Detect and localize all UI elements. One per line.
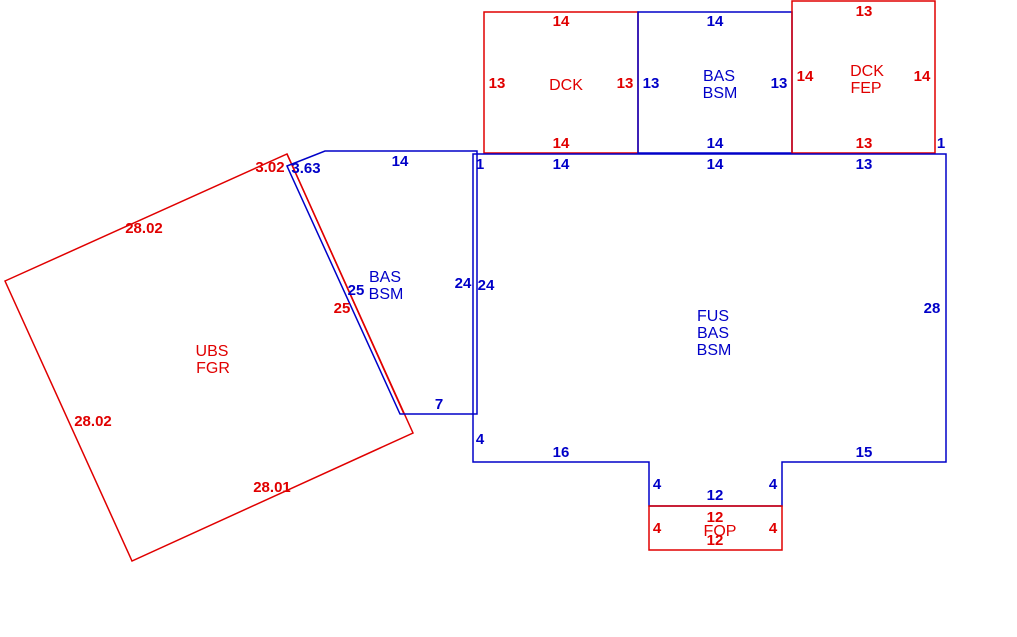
- dim-bas-left-right: 24: [455, 275, 472, 292]
- dim-main-top-b: 14: [707, 156, 724, 173]
- dim-dck-left-top: 14: [553, 13, 570, 30]
- dim-fep-right: 14: [914, 68, 931, 85]
- dim-main-notch-right: 4: [769, 476, 778, 493]
- dim-ubs-right: 25: [334, 300, 351, 317]
- area-label-dck-right: DCK: [850, 63, 884, 80]
- dim-bas-top-bottom: 14: [707, 135, 724, 152]
- dim-fep-left: 14: [797, 68, 814, 85]
- area-label-fgr: FGR: [196, 360, 230, 377]
- area-label-bas-top: BAS: [703, 68, 735, 85]
- dim-dck-left-left: 13: [489, 75, 506, 92]
- dim-bas-left-bottom: 7: [435, 396, 443, 413]
- dim-main-left: 24: [478, 277, 495, 294]
- dim-fep-bottom: 13: [856, 135, 873, 152]
- dim-fep-top: 13: [856, 3, 873, 20]
- bas-left-outline: [285, 150, 478, 415]
- dim-main-top-a: 14: [553, 156, 570, 173]
- fop-outline: [648, 505, 783, 551]
- dim-main-left-step: 4: [476, 431, 485, 448]
- dim-main-top-c: 13: [856, 156, 873, 173]
- area-label-bas-main: BAS: [697, 325, 729, 342]
- area-label-ubs: UBS: [196, 343, 229, 360]
- area-label-bsm-top: BSM: [703, 85, 738, 102]
- dim-fop-top: 12: [707, 509, 724, 526]
- area-label-fep: FEP: [850, 80, 881, 97]
- dim-bas-top-left: 13: [643, 75, 660, 92]
- area-label-fop: FOP: [704, 523, 737, 540]
- dim-fop-right: 4: [769, 520, 778, 537]
- ubs-fgr-outline: [4, 153, 414, 562]
- area-label-bsm-left: BSM: [369, 286, 404, 303]
- dim-bas-left-diag: 3.63: [291, 160, 320, 177]
- dim-bas-top-top: 14: [707, 13, 724, 30]
- dim-bas-left-top: 14: [392, 153, 409, 170]
- dim-bas-left-side: 25: [348, 282, 365, 299]
- dim-main-notch-bottom: 12: [707, 487, 724, 504]
- area-label-fus: FUS: [697, 308, 729, 325]
- dim-ubs-bottom: 28.01: [253, 479, 291, 496]
- dim-main-right: 28: [924, 300, 941, 317]
- dim-dck-left-right: 13: [617, 75, 634, 92]
- area-label-bsm-main: BSM: [697, 342, 732, 359]
- area-label-bas-left: BAS: [369, 269, 401, 286]
- bas-left-outline-red: [286, 153, 405, 415]
- dim-fop-left: 4: [653, 520, 662, 537]
- dim-main-bottom-right: 15: [856, 444, 873, 461]
- dim-fep-corner: 1: [937, 135, 945, 152]
- dck-fep-outline: [791, 0, 936, 154]
- area-label-dck-left: DCK: [549, 77, 583, 94]
- dim-bas-top-right: 13: [771, 75, 788, 92]
- dim-ubs-top: 28.02: [125, 220, 163, 237]
- dim-main-notch-left: 4: [653, 476, 662, 493]
- dim-ubs-small: 3.02: [255, 159, 284, 176]
- dim-main-corner: 1: [476, 156, 484, 173]
- dim-main-bottom-left: 16: [553, 444, 570, 461]
- dim-ubs-left: 28.02: [74, 413, 112, 430]
- dim-dck-left-bottom: 14: [553, 135, 570, 152]
- dim-fop-bottom: 12: [707, 532, 724, 549]
